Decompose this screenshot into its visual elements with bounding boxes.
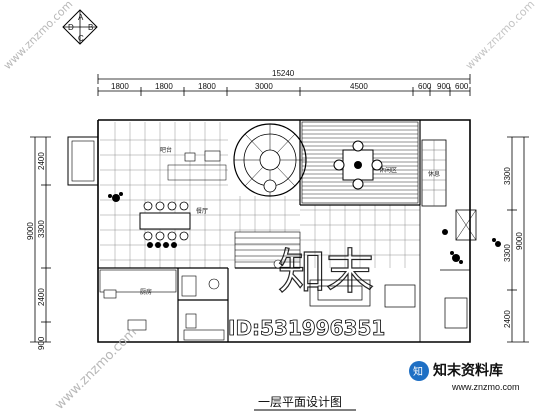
left-dimensions: 9000 2400 3300 2400 900: [26, 136, 51, 350]
top-segment-dimensions: 1800 1800 1800 3000 4500 600 900 600: [97, 82, 471, 96]
dim-left-2: 3300: [37, 220, 46, 238]
dim-seg-6: 600: [418, 82, 432, 91]
compass-d: D: [68, 23, 74, 32]
watermark-url-bottom: www.znzmo.com: [52, 325, 140, 413]
compass-c: C: [78, 34, 84, 43]
dim-seg-1: 1800: [111, 82, 129, 91]
watermark-id: ID:531996351: [228, 316, 385, 340]
decor-plants: [108, 192, 501, 264]
brand-url: www.znzmo.com: [451, 382, 520, 392]
dim-seg-5: 4500: [350, 82, 368, 91]
brand-name: 知末资料库: [433, 362, 503, 379]
watermark-url-right: www.znzmo.com: [463, 0, 537, 72]
study-room-floor: 休闲区: [301, 121, 419, 204]
dim-seg-8: 600: [455, 82, 469, 91]
dim-right-1: 3300: [503, 167, 512, 185]
right-dimensions: 3300 3300 2400 9000: [503, 136, 529, 343]
straight-staircase: [234, 231, 301, 269]
room-label-kitchen: 厨房: [140, 288, 152, 296]
dim-left-total: 9000: [26, 222, 35, 240]
dim-left-1: 2400: [37, 152, 46, 170]
dim-right-2: 3300: [503, 244, 512, 262]
entry-area: 吧台: [160, 146, 227, 181]
dining-table-set: 餐厅: [139, 201, 208, 248]
watermark-url-left: www.znzmo.com: [1, 0, 75, 72]
dim-seg-2: 1800: [155, 82, 173, 91]
brand-badge: 知 知末资料库 www.znzmo.com: [409, 361, 520, 392]
spiral-staircase: [233, 123, 307, 197]
dim-right-3: 2400: [503, 310, 512, 328]
dim-total-width: 15240: [272, 69, 295, 78]
top-total-dimension: 15240: [97, 69, 471, 84]
bathroom: [181, 275, 225, 341]
dim-seg-4: 3000: [255, 82, 273, 91]
kitchen: 厨房: [99, 269, 177, 331]
watermark-logo: 知末: [278, 244, 374, 300]
dim-left-3: 2400: [37, 288, 46, 306]
room-label-dining: 餐厅: [196, 207, 208, 215]
drawing-caption: 一层平面设计图: [258, 395, 342, 409]
dim-left-4: 900: [37, 336, 46, 350]
dim-right-total: 9000: [515, 232, 524, 250]
compass-a: A: [78, 13, 84, 22]
dim-seg-7: 900: [437, 82, 451, 91]
room-label-side: 休息: [428, 170, 440, 178]
tea-table-set: [333, 140, 383, 190]
compass-symbol: A D B C: [62, 9, 98, 45]
east-strip: 休息: [421, 139, 477, 241]
room-label-bar: 吧台: [160, 146, 172, 154]
floor-tile-grid: [100, 122, 420, 268]
compass-b: B: [88, 23, 93, 32]
dim-seg-3: 1800: [198, 82, 216, 91]
room-label-leisure: 休闲区: [379, 166, 397, 174]
brand-mark: 知: [413, 365, 423, 378]
living-area: [309, 269, 470, 329]
